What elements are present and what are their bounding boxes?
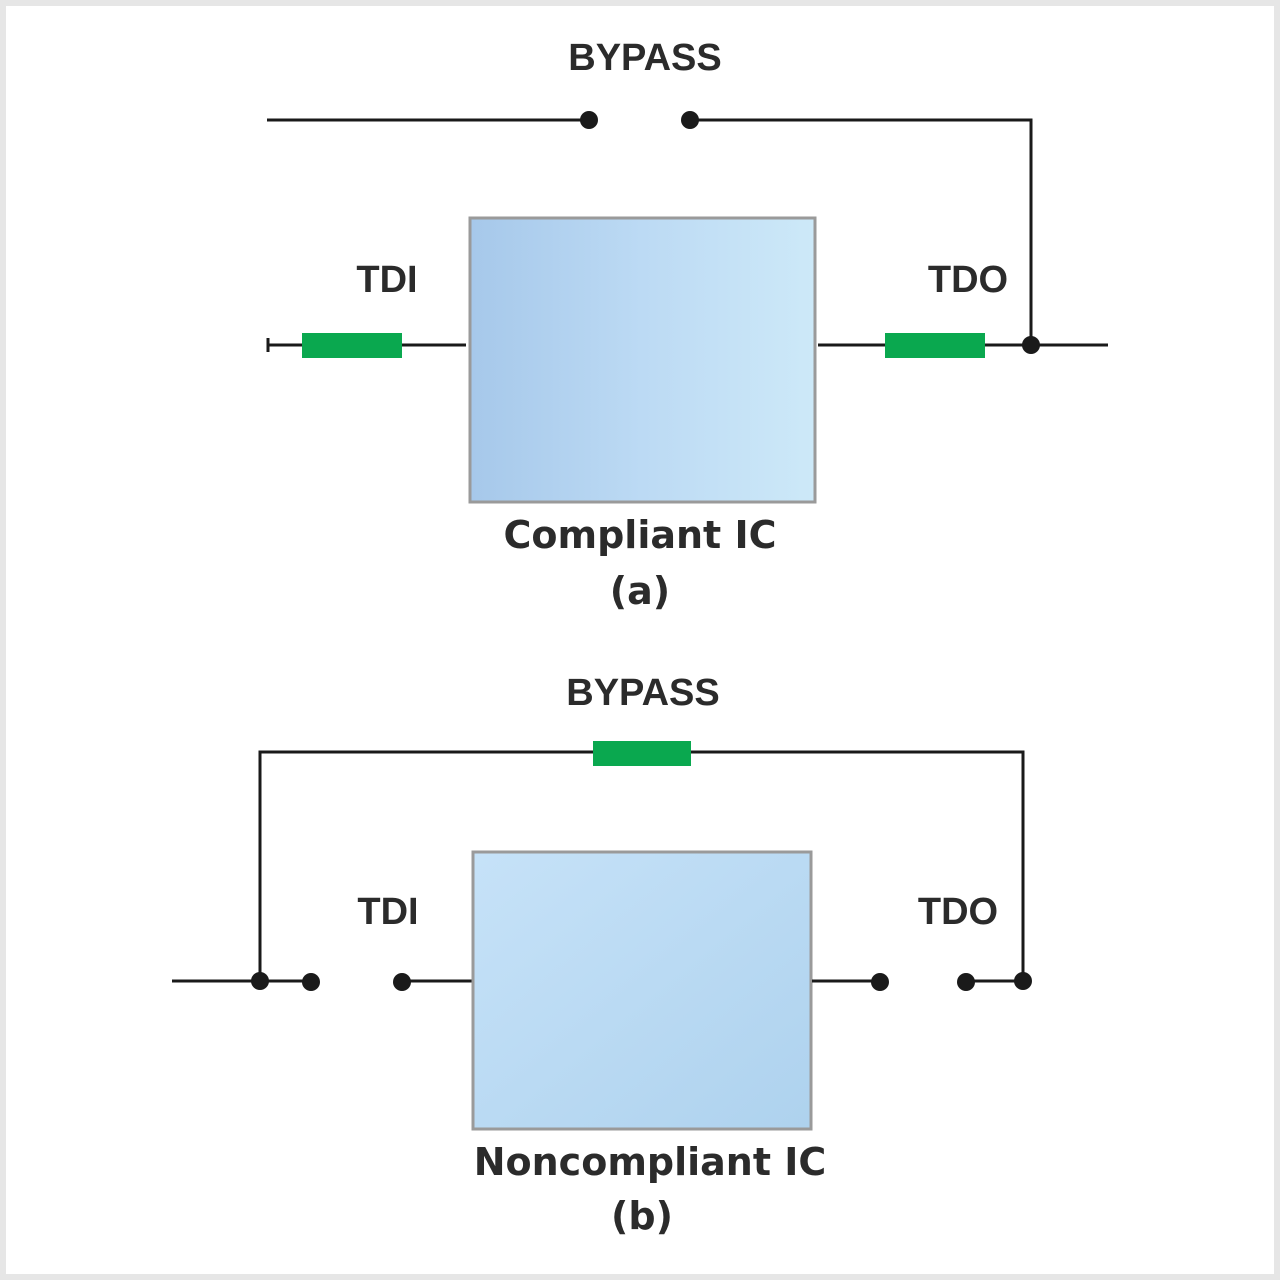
tdo-junction-a <box>1022 336 1040 354</box>
bypass-diagram: BYPASS TDI Compliant IC (a) TDO BYPASS <box>172 37 1108 1238</box>
compliant-ic-chip <box>468 216 817 504</box>
noncompliant-ic-label: Noncompliant IC <box>474 1140 827 1184</box>
tdi-label-b: TDI <box>357 891 418 933</box>
tdo-label-b: TDO <box>918 891 998 933</box>
part-label-b: (b) <box>611 1194 673 1238</box>
tdo-junction-b <box>1014 972 1032 990</box>
bypass-register-b <box>593 741 691 766</box>
diagram-a: BYPASS TDI Compliant IC (a) TDO <box>266 37 1108 613</box>
part-label-a: (a) <box>610 569 670 613</box>
noncompliant-ic-chip <box>471 850 813 1131</box>
tdo-label-a: TDO <box>928 259 1008 301</box>
tdi-switch-contact-left-b <box>302 973 320 991</box>
tdo-register-a <box>885 333 985 358</box>
tdi-junction-b <box>251 972 269 990</box>
diagram-b: BYPASS TDI Noncompliant IC (b) TDO <box>172 672 1032 1238</box>
bypass-wire-right-a <box>690 118 1033 345</box>
tdo-switch-contact-left-b <box>871 973 889 991</box>
compliant-ic-label: Compliant IC <box>504 513 777 557</box>
bypass-label-a: BYPASS <box>568 37 721 79</box>
bypass-label-b: BYPASS <box>566 672 719 714</box>
tdi-label-a: TDI <box>356 259 417 301</box>
tdi-register-a <box>302 333 402 358</box>
bypass-switch-contact-left-a <box>580 111 598 129</box>
